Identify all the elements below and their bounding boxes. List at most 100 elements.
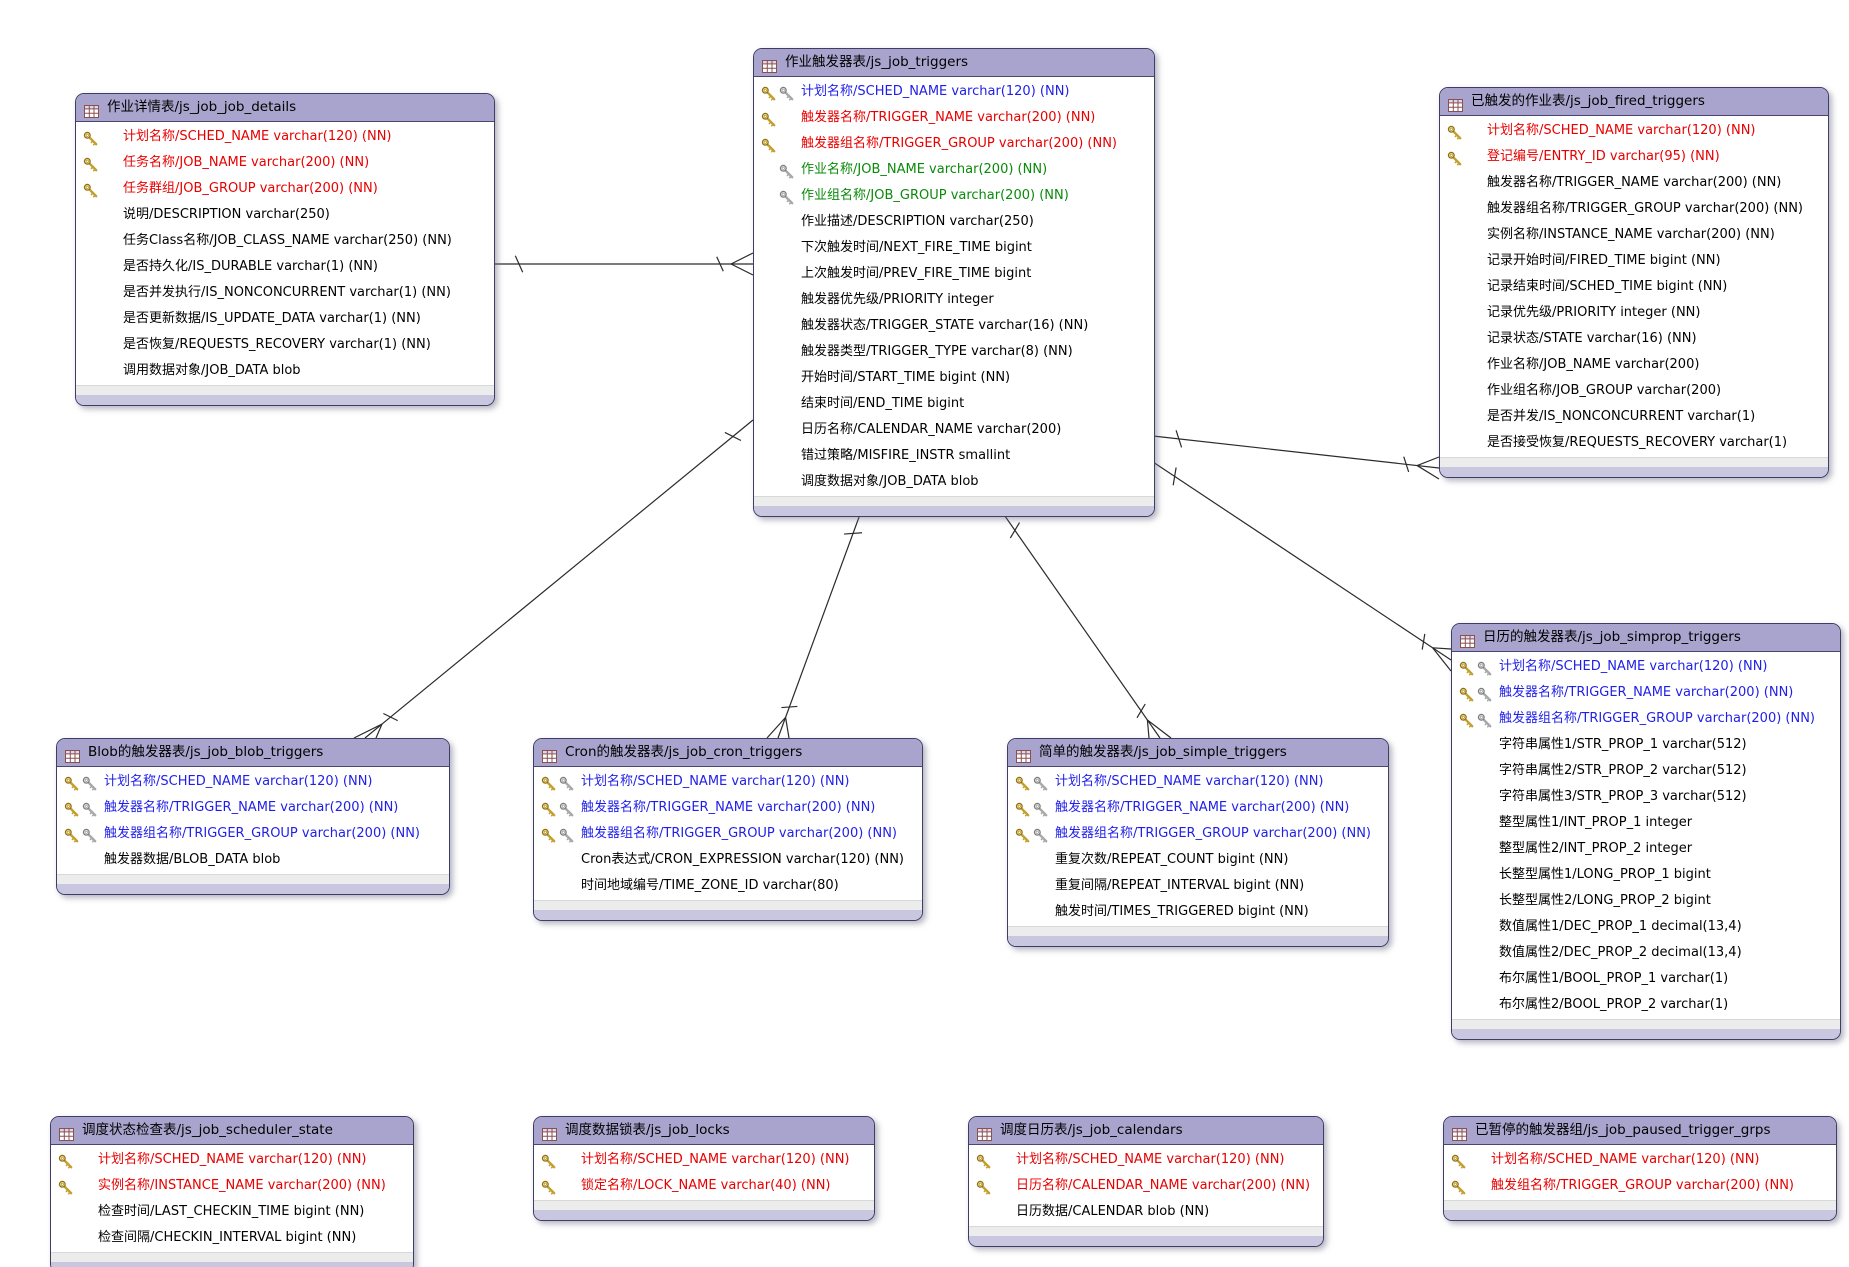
field-row[interactable]: 数值属性1/DEC_PROP_1 decimal(13,4) [1452, 914, 1840, 940]
field-row[interactable]: 调用数据对象/JOB_DATA blob [76, 358, 494, 384]
field-row[interactable]: 计划名称/SCHED_NAME varchar(120) (NN) [534, 1147, 874, 1173]
field-row[interactable]: 下次触发时间/NEXT_FIRE_TIME bigint [754, 235, 1154, 261]
field-row[interactable]: 结束时间/END_TIME bigint [754, 391, 1154, 417]
table-header-simple[interactable]: 简单的触发器表/js_job_simple_triggers [1008, 739, 1388, 767]
field-row[interactable]: 记录开始时间/FIRED_TIME bigint (NN) [1440, 248, 1828, 274]
field-row[interactable]: 日历名称/CALENDAR_NAME varchar(200) [754, 417, 1154, 443]
table-header-fired[interactable]: 已触发的作业表/js_job_fired_triggers [1440, 88, 1828, 116]
field-row[interactable]: 作业名称/JOB_NAME varchar(200) (NN) [754, 157, 1154, 183]
field-row[interactable]: 布尔属性1/BOOL_PROP_1 varchar(1) [1452, 966, 1840, 992]
field-row[interactable]: 日历数据/CALENDAR blob (NN) [969, 1199, 1323, 1225]
field-row[interactable]: 计划名称/SCHED_NAME varchar(120) (NN) [1440, 118, 1828, 144]
field-row[interactable]: 整型属性1/INT_PROP_1 integer [1452, 810, 1840, 836]
table-header-blob[interactable]: Blob的触发器表/js_job_blob_triggers [57, 739, 449, 767]
field-row[interactable]: 任务群组/JOB_GROUP varchar(200) (NN) [76, 176, 494, 202]
field-row[interactable]: 字符串属性3/STR_PROP_3 varchar(512) [1452, 784, 1840, 810]
field-row[interactable]: 数值属性2/DEC_PROP_2 decimal(13,4) [1452, 940, 1840, 966]
table-header-simprop[interactable]: 日历的触发器表/js_job_simprop_triggers [1452, 624, 1840, 652]
field-row[interactable]: 开始时间/START_TIME bigint (NN) [754, 365, 1154, 391]
field-row[interactable]: 是否接受恢复/REQUESTS_RECOVERY varchar(1) [1440, 430, 1828, 456]
field-row[interactable]: 任务名称/JOB_NAME varchar(200) (NN) [76, 150, 494, 176]
field-row[interactable]: 长整型属性1/LONG_PROP_1 bigint [1452, 862, 1840, 888]
field-row[interactable]: 检查间隔/CHECKIN_INTERVAL bigint (NN) [51, 1225, 413, 1251]
field-row[interactable]: 作业描述/DESCRIPTION varchar(250) [754, 209, 1154, 235]
field-row[interactable]: 重复次数/REPEAT_COUNT bigint (NN) [1008, 847, 1388, 873]
field-row[interactable]: 触发器名称/TRIGGER_NAME varchar(200) (NN) [1452, 680, 1840, 706]
field-row[interactable]: 触发时间/TIMES_TRIGGERED bigint (NN) [1008, 899, 1388, 925]
field-row[interactable]: 字符串属性1/STR_PROP_1 varchar(512) [1452, 732, 1840, 758]
field-row[interactable]: 是否并发执行/IS_NONCONCURRENT varchar(1) (NN) [76, 280, 494, 306]
field-row[interactable]: 记录优先级/PRIORITY integer (NN) [1440, 300, 1828, 326]
field-row[interactable]: 计划名称/SCHED_NAME varchar(120) (NN) [76, 124, 494, 150]
table-header-locks[interactable]: 调度数据锁表/js_job_locks [534, 1117, 874, 1145]
table-header-job_details[interactable]: 作业详情表/js_job_job_details [76, 94, 494, 122]
field-row[interactable]: 锁定名称/LOCK_NAME varchar(40) (NN) [534, 1173, 874, 1199]
field-row[interactable]: 是否恢复/REQUESTS_RECOVERY varchar(1) (NN) [76, 332, 494, 358]
field-row[interactable]: 计划名称/SCHED_NAME varchar(120) (NN) [51, 1147, 413, 1173]
field-row[interactable]: 记录状态/STATE varchar(16) (NN) [1440, 326, 1828, 352]
field-row[interactable]: 计划名称/SCHED_NAME varchar(120) (NN) [57, 769, 449, 795]
field-row[interactable]: 是否持久化/IS_DURABLE varchar(1) (NN) [76, 254, 494, 280]
field-row[interactable]: 触发器名称/TRIGGER_NAME varchar(200) (NN) [534, 795, 922, 821]
field-row[interactable]: 触发器名称/TRIGGER_NAME varchar(200) (NN) [754, 105, 1154, 131]
field-row[interactable]: 说明/DESCRIPTION varchar(250) [76, 202, 494, 228]
table-header-paused[interactable]: 已暂停的触发器组/js_job_paused_trigger_grps [1444, 1117, 1836, 1145]
field-row[interactable]: 整型属性2/INT_PROP_2 integer [1452, 836, 1840, 862]
field-row[interactable]: 触发组名称/TRIGGER_GROUP varchar(200) (NN) [1444, 1173, 1836, 1199]
field-row[interactable]: 登记编号/ENTRY_ID varchar(95) (NN) [1440, 144, 1828, 170]
field-row[interactable]: 触发器名称/TRIGGER_NAME varchar(200) (NN) [1008, 795, 1388, 821]
table-header-sched_state[interactable]: 调度状态检查表/js_job_scheduler_state [51, 1117, 413, 1145]
field-row[interactable]: 触发器组名称/TRIGGER_GROUP varchar(200) (NN) [1008, 821, 1388, 847]
field-row[interactable]: 触发器类型/TRIGGER_TYPE varchar(8) (NN) [754, 339, 1154, 365]
field-row[interactable]: 触发器组名称/TRIGGER_GROUP varchar(200) (NN) [534, 821, 922, 847]
field-row[interactable]: 计划名称/SCHED_NAME varchar(120) (NN) [534, 769, 922, 795]
field-row[interactable]: 触发器组名称/TRIGGER_GROUP varchar(200) (NN) [754, 131, 1154, 157]
field-row[interactable]: 计划名称/SCHED_NAME varchar(120) (NN) [754, 79, 1154, 105]
field-row[interactable]: 作业组名称/JOB_GROUP varchar(200) (NN) [754, 183, 1154, 209]
field-row[interactable]: 布尔属性2/BOOL_PROP_2 varchar(1) [1452, 992, 1840, 1018]
field-row[interactable]: 触发器数据/BLOB_DATA blob [57, 847, 449, 873]
field-row[interactable]: 触发器优先级/PRIORITY integer [754, 287, 1154, 313]
field-row[interactable]: 计划名称/SCHED_NAME varchar(120) (NN) [1444, 1147, 1836, 1173]
field-row[interactable]: 是否更新数据/IS_UPDATE_DATA varchar(1) (NN) [76, 306, 494, 332]
field-row[interactable]: 调度数据对象/JOB_DATA blob [754, 469, 1154, 495]
field-row[interactable]: 时间地域编号/TIME_ZONE_ID varchar(80) [534, 873, 922, 899]
field-row[interactable]: 长整型属性2/LONG_PROP_2 bigint [1452, 888, 1840, 914]
field-row[interactable]: 作业名称/JOB_NAME varchar(200) [1440, 352, 1828, 378]
field-row[interactable]: 日历名称/CALENDAR_NAME varchar(200) (NN) [969, 1173, 1323, 1199]
field-row[interactable]: 触发器组名称/TRIGGER_GROUP varchar(200) (NN) [1452, 706, 1840, 732]
field-row[interactable]: 错过策略/MISFIRE_INSTR smallint [754, 443, 1154, 469]
field-row[interactable]: 触发器组名称/TRIGGER_GROUP varchar(200) (NN) [57, 821, 449, 847]
table-header-cron[interactable]: Cron的触发器表/js_job_cron_triggers [534, 739, 922, 767]
field-row[interactable]: Cron表达式/CRON_EXPRESSION varchar(120) (NN… [534, 847, 922, 873]
field-row[interactable]: 实例名称/INSTANCE_NAME varchar(200) (NN) [51, 1173, 413, 1199]
field-row[interactable]: 检查时间/LAST_CHECKIN_TIME bigint (NN) [51, 1199, 413, 1225]
field-row[interactable]: 作业组名称/JOB_GROUP varchar(200) [1440, 378, 1828, 404]
field-row[interactable]: 计划名称/SCHED_NAME varchar(120) (NN) [969, 1147, 1323, 1173]
field-row[interactable]: 重复间隔/REPEAT_INTERVAL bigint (NN) [1008, 873, 1388, 899]
field-row[interactable]: 触发器名称/TRIGGER_NAME varchar(200) (NN) [1440, 170, 1828, 196]
table-header-calendars[interactable]: 调度日历表/js_job_calendars [969, 1117, 1323, 1145]
field-row[interactable]: 任务Class名称/JOB_CLASS_NAME varchar(250) (N… [76, 228, 494, 254]
field-row[interactable]: 字符串属性2/STR_PROP_2 varchar(512) [1452, 758, 1840, 784]
field-row[interactable]: 上次触发时间/PREV_FIRE_TIME bigint [754, 261, 1154, 287]
field-row[interactable]: 记录结束时间/SCHED_TIME bigint (NN) [1440, 274, 1828, 300]
field-row[interactable]: 触发器名称/TRIGGER_NAME varchar(200) (NN) [57, 795, 449, 821]
field-row[interactable]: 触发器组名称/TRIGGER_GROUP varchar(200) (NN) [1440, 196, 1828, 222]
table-header-triggers[interactable]: 作业触发器表/js_job_triggers [754, 49, 1154, 77]
field-row[interactable]: 计划名称/SCHED_NAME varchar(120) (NN) [1452, 654, 1840, 680]
field-row[interactable]: 触发器状态/TRIGGER_STATE varchar(16) (NN) [754, 313, 1154, 339]
field-row[interactable]: 实例名称/INSTANCE_NAME varchar(200) (NN) [1440, 222, 1828, 248]
field-row[interactable]: 计划名称/SCHED_NAME varchar(120) (NN) [1008, 769, 1388, 795]
